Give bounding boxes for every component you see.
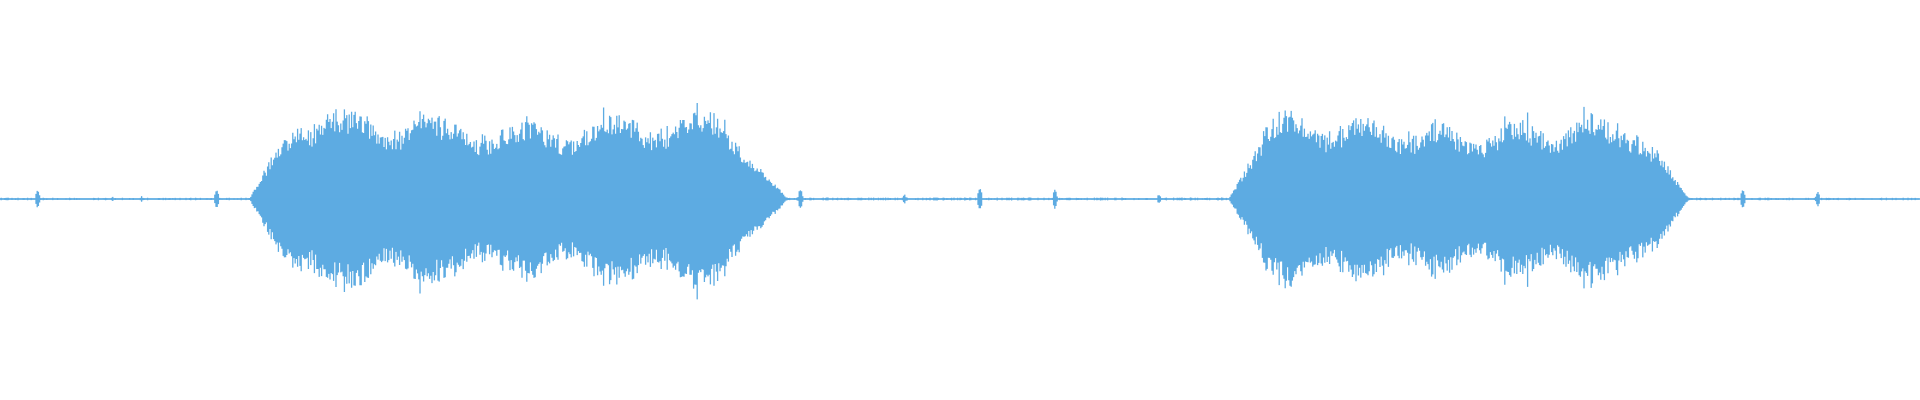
waveform-amplitude (0, 103, 1920, 300)
waveform-trace (0, 103, 1920, 300)
